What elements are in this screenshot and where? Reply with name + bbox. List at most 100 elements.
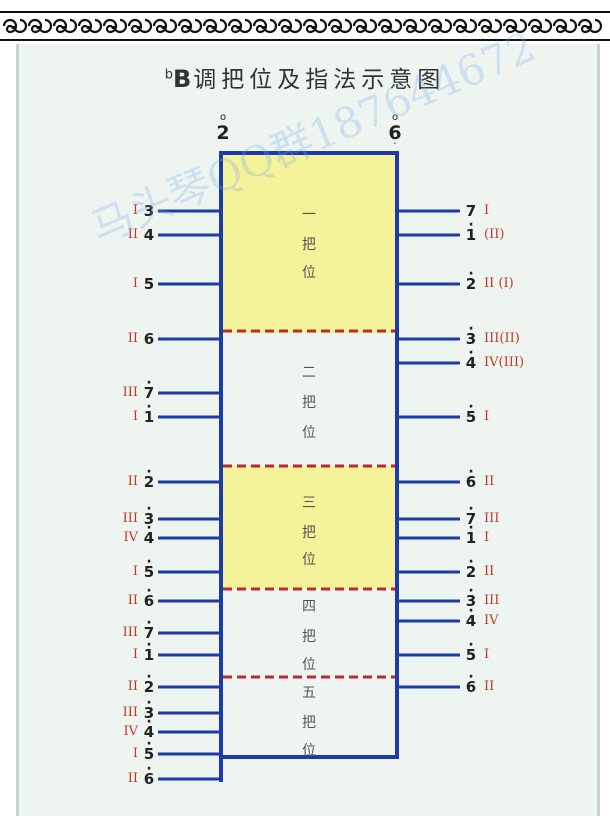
right-note: 6·: [462, 669, 480, 695]
scroll-ornament: [527, 18, 553, 34]
left-fingering: II: [127, 679, 138, 694]
position-label-char: 位: [302, 425, 316, 441]
scroll-ornament: [252, 18, 278, 34]
position-label-char: 位: [302, 743, 316, 759]
left-fingering: III: [122, 511, 138, 526]
left-fingering: II: [127, 227, 138, 242]
left-note: 1·: [140, 637, 158, 663]
left-note: 6: [143, 330, 155, 348]
octave-dot: ·: [146, 399, 152, 415]
octave-dot: ·: [468, 603, 474, 619]
octave-dot: ·: [146, 375, 152, 391]
octave-dot: ·: [468, 520, 474, 536]
octave-dot: ·: [146, 583, 152, 599]
right-note: 6·: [462, 464, 480, 490]
right-fingering: (II): [484, 227, 505, 242]
right-fingering: II: [484, 679, 495, 694]
position-label-char: 把: [302, 715, 316, 731]
right-tick-group: [397, 209, 460, 689]
left-fingering: I: [132, 409, 138, 424]
octave-dot: ·: [468, 637, 474, 653]
scroll-ornament: [227, 18, 253, 34]
position-label-char: 一: [302, 207, 316, 223]
right-fingering: II: [484, 564, 495, 579]
left-note: 2·: [140, 464, 158, 490]
scroll-ornament: [177, 18, 203, 34]
scroll-ornament: [2, 18, 28, 34]
octave-dot: ·: [468, 266, 474, 282]
right-fingering: IV: [484, 613, 499, 628]
scroll-ornament: [552, 18, 578, 34]
position-label-char: 位: [302, 552, 316, 568]
octave-dot: ·: [468, 217, 474, 233]
octave-dot: ·: [468, 669, 474, 685]
position-label-char: 把: [302, 525, 316, 541]
decorative-border-top: [0, 0, 610, 44]
position-3-highlight: [223, 466, 395, 589]
octave-dot: ·: [468, 321, 474, 337]
octave-dot: ·: [468, 464, 474, 480]
right-note: 2·: [462, 266, 480, 292]
scroll-ornament: [352, 18, 378, 34]
scroll-pattern-icon: [0, 11, 610, 41]
octave-dot: ·: [146, 615, 152, 631]
scroll-ornament: [152, 18, 178, 34]
left-fingering: III: [122, 705, 138, 720]
scroll-ornament: [102, 18, 128, 34]
fingerboard-frame: [219, 151, 399, 759]
octave-dot: ·: [146, 554, 152, 570]
octave-dot: ·: [146, 637, 152, 653]
right-fingering: IV(III): [484, 355, 525, 370]
position-label-char: 位: [302, 265, 316, 281]
right-note: 5·: [462, 637, 480, 663]
octave-dot: ·: [468, 583, 474, 599]
scroll-ornament: [327, 18, 353, 34]
left-fingering: I: [132, 564, 138, 579]
left-note: 3·: [140, 501, 158, 527]
octave-dot: ·: [468, 399, 474, 415]
left-note: 3: [143, 202, 155, 220]
left-fingering: II: [127, 593, 138, 608]
right-fingering: I: [484, 203, 490, 218]
right-fingering: II: [484, 474, 495, 489]
octave-dot: ·: [468, 345, 474, 361]
right-note: 5·: [462, 399, 480, 425]
left-fingering: II: [127, 771, 138, 786]
position-label-char: 五: [302, 685, 316, 701]
scroll-ornament: [277, 18, 303, 34]
right-note: 3·: [462, 583, 480, 609]
left-fingering: III: [122, 385, 138, 400]
right-note: 7: [465, 202, 477, 220]
scroll-ornament: [377, 18, 403, 34]
flat-sign: b: [164, 67, 173, 83]
left-fingering: I: [132, 203, 138, 218]
left-tick-group: [158, 209, 221, 781]
left-note: 2·: [140, 669, 158, 695]
left-fingering: II: [127, 474, 138, 489]
right-note: 4·: [462, 345, 480, 371]
scroll-ornament: [452, 18, 478, 34]
key-name: B: [172, 65, 194, 93]
scroll-ornament: [52, 18, 78, 34]
left-fingering: I: [132, 647, 138, 662]
position-label-char: 把: [302, 629, 316, 645]
right-note: 1·: [462, 217, 480, 243]
octave-dot: ·: [146, 464, 152, 480]
scroll-ornament: [27, 18, 53, 34]
left-note: 5: [143, 275, 155, 293]
left-note: 4·: [140, 520, 158, 546]
scroll-ornament: [427, 18, 453, 34]
octave-dot: ·: [146, 669, 152, 685]
position-label-char: 位: [302, 657, 316, 673]
octave-dot: ·: [146, 501, 152, 517]
position-1-highlight: [223, 153, 395, 333]
right-note: 7·: [462, 501, 480, 527]
octave-dot: ·: [468, 554, 474, 570]
left-note: 3·: [140, 695, 158, 721]
left-fingering: I: [132, 276, 138, 291]
right-note: 2·: [462, 554, 480, 580]
left-note: 7·: [140, 615, 158, 641]
position-label-char: 四: [302, 599, 316, 615]
